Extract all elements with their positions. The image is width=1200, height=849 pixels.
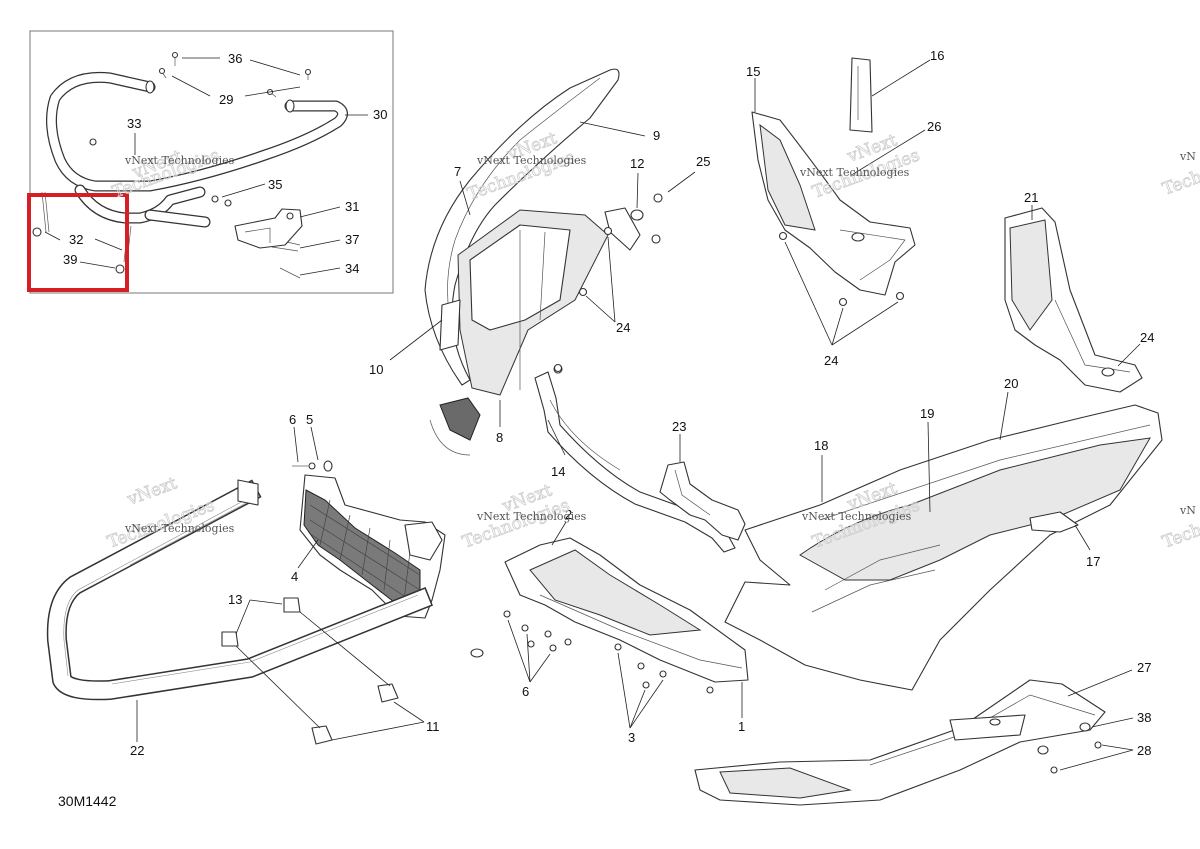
callout-27: 27 bbox=[1137, 660, 1151, 675]
leader-24-c bbox=[1117, 343, 1141, 367]
callout-11: 11 bbox=[426, 719, 440, 734]
callout-24-b: 24 bbox=[824, 353, 838, 368]
watermark-g: vN bbox=[1179, 150, 1196, 163]
fairing-fasteners bbox=[553, 193, 663, 373]
callout-10: 10 bbox=[369, 362, 383, 377]
bracket-23 bbox=[659, 461, 746, 541]
bumper-leaders bbox=[136, 599, 425, 742]
callout-8: 8 bbox=[496, 430, 503, 445]
callout-30: 30 bbox=[373, 107, 387, 122]
inset-leaders bbox=[44, 57, 368, 276]
side-bracket bbox=[1004, 207, 1143, 393]
inset-frame bbox=[29, 30, 394, 294]
watermark-d: vNext Technologies bbox=[124, 522, 235, 535]
skid-leaders bbox=[1059, 669, 1134, 771]
fairing-leaders bbox=[389, 121, 696, 462]
watermark-h: vN bbox=[1179, 504, 1196, 517]
bumper-hardware bbox=[221, 597, 399, 745]
highlight-box bbox=[27, 193, 129, 292]
callout-16: 16 bbox=[930, 48, 944, 63]
callout-17: 17 bbox=[1086, 554, 1100, 569]
callout-18: 18 bbox=[814, 438, 828, 453]
front-fairing bbox=[424, 68, 641, 456]
skid-plate bbox=[694, 679, 1106, 806]
callout-23: 23 bbox=[672, 419, 686, 434]
callout-37: 37 bbox=[345, 232, 359, 247]
watermark-f: vNext Technologies bbox=[801, 510, 912, 523]
callout-4: 4 bbox=[291, 569, 298, 584]
callout-15: 15 bbox=[746, 64, 760, 79]
inset-bracket bbox=[234, 208, 303, 249]
lower-panel bbox=[503, 537, 749, 694]
callout-39: 39 bbox=[63, 252, 77, 267]
callout-20: 20 bbox=[1004, 376, 1018, 391]
callout-24-c: 24 bbox=[1140, 330, 1154, 345]
lower-leaders bbox=[507, 521, 743, 729]
inset-bumper-tube bbox=[46, 71, 348, 228]
callout-32: 32 bbox=[69, 232, 83, 247]
inset-detail: 36 29 30 33 35 31 37 34 32 39 bbox=[27, 30, 394, 294]
watermark-a: vNext Technologies bbox=[124, 154, 235, 167]
front-grille bbox=[292, 460, 484, 658]
callout-34: 34 bbox=[345, 261, 359, 276]
drawing-code: 30M1442 bbox=[58, 793, 117, 809]
side-deflector bbox=[751, 57, 916, 307]
callout-26: 26 bbox=[927, 119, 941, 134]
callout-38: 38 bbox=[1137, 710, 1151, 725]
callout-1: 1 bbox=[738, 719, 745, 734]
side-panel bbox=[724, 404, 1163, 691]
callout-12: 12 bbox=[630, 156, 644, 171]
callout-7: 7 bbox=[454, 164, 461, 179]
callout-29: 29 bbox=[219, 92, 233, 107]
callout-14: 14 bbox=[551, 464, 565, 479]
callout-2: 2 bbox=[565, 507, 572, 522]
callout-28: 28 bbox=[1137, 743, 1151, 758]
watermark-big-g: Tech bbox=[1160, 167, 1200, 200]
callout-22: 22 bbox=[130, 743, 144, 758]
watermark-big-1d: vNext bbox=[124, 473, 180, 510]
front-bumper bbox=[46, 479, 433, 701]
deflector-leaders bbox=[754, 59, 931, 346]
callout-6-b: 6 bbox=[522, 684, 529, 699]
callout-33: 33 bbox=[127, 116, 141, 131]
grille-leaders bbox=[293, 426, 319, 569]
callout-3: 3 bbox=[628, 730, 635, 745]
callout-36: 36 bbox=[228, 51, 242, 66]
callout-13: 13 bbox=[228, 592, 242, 607]
callout-31: 31 bbox=[345, 199, 359, 214]
watermark-b: vNext Technologies bbox=[476, 154, 587, 167]
callout-21: 21 bbox=[1024, 190, 1038, 205]
panel-leaders bbox=[821, 391, 1091, 551]
callout-24-a: 24 bbox=[616, 320, 630, 335]
callout-19: 19 bbox=[920, 406, 934, 421]
watermark-e: vNext Technologies bbox=[476, 510, 587, 523]
lower-panel-screws bbox=[503, 610, 714, 694]
callout-25: 25 bbox=[696, 154, 710, 169]
watermark-c: vNext Technologies bbox=[799, 166, 910, 179]
watermark-big-h: Tech bbox=[1160, 520, 1200, 553]
callout-9: 9 bbox=[653, 128, 660, 143]
callout-5: 5 bbox=[306, 412, 313, 427]
callout-6-a: 6 bbox=[289, 412, 296, 427]
callout-35: 35 bbox=[268, 177, 282, 192]
